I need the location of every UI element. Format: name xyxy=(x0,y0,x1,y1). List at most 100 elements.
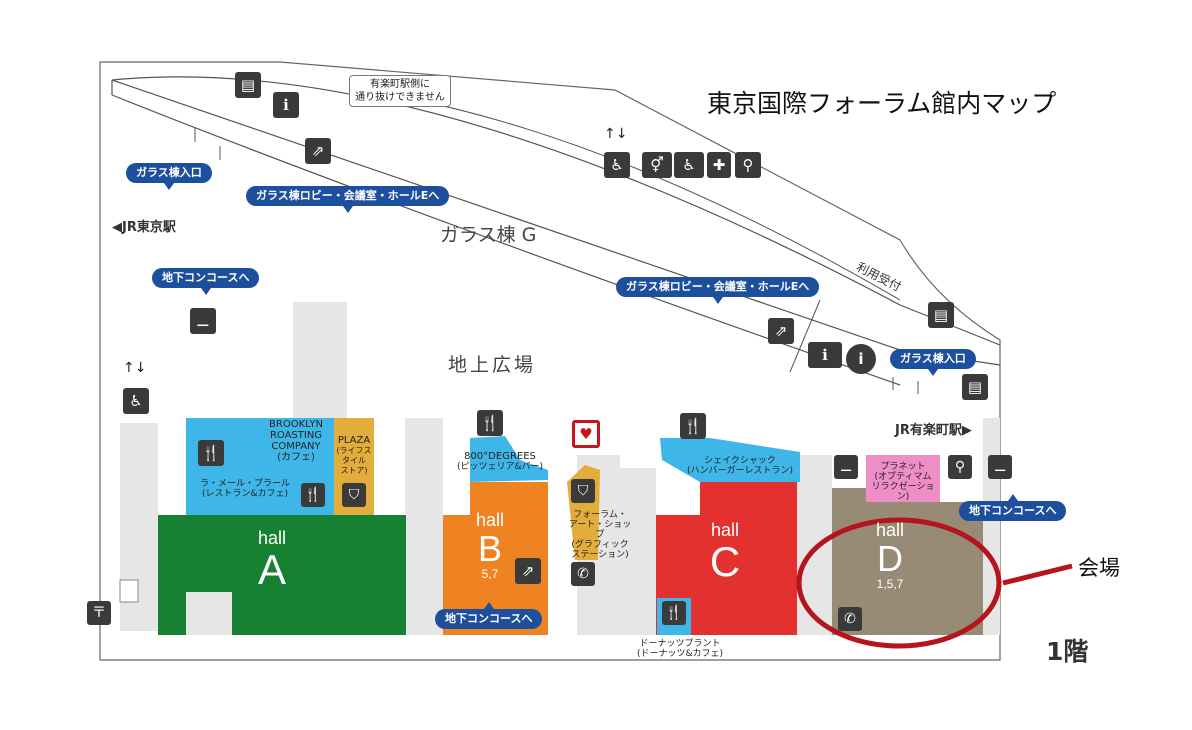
donut-line-1: ドーナッツプラント xyxy=(639,639,721,649)
restaurant-degrees-icon[interactable]: 🍴 xyxy=(477,410,503,436)
plaza-line-2: (ライフスタイル xyxy=(336,446,372,465)
baby-care-icon[interactable]: ⚲ xyxy=(735,152,761,178)
floor-label: 1階 xyxy=(1046,637,1089,666)
accessible-toilet-icon[interactable]: ♿ xyxy=(674,152,704,178)
yurakucho-station-label: JR有楽町駅▶ xyxy=(895,423,972,438)
toilet-icon[interactable]: ⚥ xyxy=(642,152,672,178)
glass-entrance-right-bubble[interactable]: ガラス棟入口 xyxy=(890,349,976,376)
artshop-line-2: アート・ショップ xyxy=(568,520,632,540)
degrees-line-1: 800°DEGREES xyxy=(464,451,536,462)
shake-line-2: (ハンバーガーレストラン) xyxy=(686,466,794,476)
hall-c-label[interactable]: hall C xyxy=(685,520,765,583)
hall-b-floors: 5,7 xyxy=(481,567,499,581)
hall-b-letter: B xyxy=(477,528,502,569)
elevator-arrows-left-icon: ↑↓ xyxy=(123,360,147,376)
artshop-line-4: ステーション) xyxy=(571,550,629,560)
no-pass-line-1: 有楽町駅側に xyxy=(370,79,430,90)
degrees-label: 800°DEGREES (ピッツェリア&バー) xyxy=(450,451,550,473)
hall-c-area xyxy=(656,482,797,635)
glass-lobby-left-bubble[interactable]: ガラス棟ロビー・会議室・ホールEへ xyxy=(246,186,450,213)
planet-line-2: (オプティマム xyxy=(874,472,932,482)
venue-label: 会場 xyxy=(1078,556,1120,580)
elevator-arrows-icon: ↑↓ xyxy=(604,126,628,142)
shopping-artshop-icon[interactable]: ⛉ xyxy=(571,479,595,503)
info-icon[interactable]: i xyxy=(846,344,876,374)
planet-line-1: プラネット xyxy=(880,462,926,472)
restaurant-donut-icon[interactable]: 🍴 xyxy=(662,601,686,625)
venue-pointer-line xyxy=(1002,563,1073,586)
post-box-icon[interactable]: 〒 xyxy=(87,601,111,625)
stairs-d-icon[interactable]: ⚊ xyxy=(834,455,858,479)
concourse-left-bubble[interactable]: 地下コンコースへ xyxy=(152,268,260,295)
restaurant-shake-icon[interactable]: 🍴 xyxy=(680,413,706,439)
concourse-d-bubble[interactable]: 地下コンコースへ xyxy=(959,494,1067,521)
shopping-plaza-icon[interactable]: ⛉ xyxy=(342,483,366,507)
hall-b-label[interactable]: hall B 5,7 xyxy=(460,510,520,581)
no-pass-line-2: 通り抜けできません xyxy=(355,92,445,103)
phone-d-icon[interactable]: ✆ xyxy=(838,607,862,631)
hall-a-letter: A xyxy=(257,546,286,593)
restaurant-brooklyn-icon[interactable]: 🍴 xyxy=(301,483,325,507)
brooklyn-line-2: ROASTING xyxy=(269,430,323,441)
lamer-line-2: (レストラン&カフェ) xyxy=(201,489,289,499)
concourse-b-bubble[interactable]: 地下コンコースへ xyxy=(435,602,543,629)
hall-a-label[interactable]: hall A xyxy=(232,528,312,591)
block-tower xyxy=(293,302,347,420)
hall-c-word: hall xyxy=(710,520,740,540)
glass-lobby-right-bubble[interactable]: ガラス棟ロビー・会議室・ホールEへ xyxy=(616,277,820,304)
info-board-icon[interactable]: ℹ xyxy=(273,92,299,118)
restaurant-lamer-icon[interactable]: 🍴 xyxy=(198,440,224,466)
hall-d-floors: 1,5,7 xyxy=(876,577,904,591)
venue-circle xyxy=(796,517,1002,649)
wheelchair-icon[interactable]: ♿ xyxy=(604,152,630,178)
shop-degrees-area xyxy=(470,436,548,482)
info-board-right-icon[interactable]: ℹ xyxy=(808,342,842,368)
glass-entrance-left-bubble[interactable]: ガラス棟入口 xyxy=(126,163,212,190)
brooklyn-line-1: BROOKLYN xyxy=(269,419,323,430)
hall-d-word: hall xyxy=(875,520,905,540)
brooklyn-label: BROOKLYN ROASTING COMPANY (カフェ) xyxy=(256,419,336,463)
glass-building-curve-lower xyxy=(111,94,901,386)
building-outline xyxy=(99,61,1001,661)
locker-icon[interactable]: ▤ xyxy=(235,72,261,98)
lamer-label: ラ・メール・プラール (レストラン&カフェ) xyxy=(190,479,300,499)
lamer-line-1: ラ・メール・プラール xyxy=(199,479,290,489)
hall-a-word: hall xyxy=(257,528,287,548)
escalator-right-icon[interactable]: ⇗ xyxy=(768,318,794,344)
glass-building-curve-outer xyxy=(111,76,1001,346)
locker-right-icon[interactable]: ▤ xyxy=(928,302,954,328)
nursing-room-icon[interactable]: ✚ xyxy=(707,152,731,178)
brooklyn-line-3: COMPANY xyxy=(271,441,321,452)
stairs-icon[interactable]: ⚊ xyxy=(190,308,216,334)
hall-d-label[interactable]: hall D 1,5,7 xyxy=(850,520,930,591)
brooklyn-line-4: (カフェ) xyxy=(277,452,315,463)
plaza-line-3: ストア) xyxy=(340,466,368,475)
hall-b-area xyxy=(443,482,548,635)
wheelchair-left-icon[interactable]: ♿ xyxy=(123,388,149,414)
planet-line-3: リラクゼーション) xyxy=(871,482,935,502)
glass-building-label: ガラス棟 G xyxy=(440,224,537,246)
donut-label: ドーナッツプラント (ドーナッツ&カフェ) xyxy=(610,639,750,659)
stairs-d-right-icon[interactable]: ⚊ xyxy=(988,455,1012,479)
bicycle-icon[interactable]: ⚲ xyxy=(948,455,972,479)
no-pass-notice: 有楽町駅側に 通り抜けできません xyxy=(349,75,451,107)
degrees-line-2: (ピッツェリア&バー) xyxy=(456,462,544,472)
tokyo-station-label: ◀JR東京駅 xyxy=(112,220,176,235)
donut-line-2: (ドーナッツ&カフェ) xyxy=(636,649,724,659)
escalator-b-icon[interactable]: ⇗ xyxy=(515,558,541,584)
phone-b-icon[interactable]: ✆ xyxy=(571,562,595,586)
artshop-line-1: フォーラム・ xyxy=(573,510,627,520)
artshop-line-3: (グラフィック xyxy=(571,540,629,550)
shake-label: シェイクシャック (ハンバーガーレストラン) xyxy=(680,456,800,476)
locker-right-lower-icon[interactable]: ▤ xyxy=(962,374,988,400)
shake-line-1: シェイクシャック xyxy=(704,456,776,466)
hall-b-word: hall xyxy=(475,510,505,530)
hall-d-letter: D xyxy=(877,538,903,579)
aed-icon[interactable]: ♥ xyxy=(572,420,600,448)
shop-shake-area xyxy=(660,438,800,482)
map-title: 東京国際フォーラム館内マップ xyxy=(707,89,1057,118)
plaza-line-1: PLAZA xyxy=(337,435,371,446)
plaza-shop-label: PLAZA (ライフスタイル ストア) xyxy=(334,436,374,476)
escalator-icon[interactable]: ⇗ xyxy=(305,138,331,164)
